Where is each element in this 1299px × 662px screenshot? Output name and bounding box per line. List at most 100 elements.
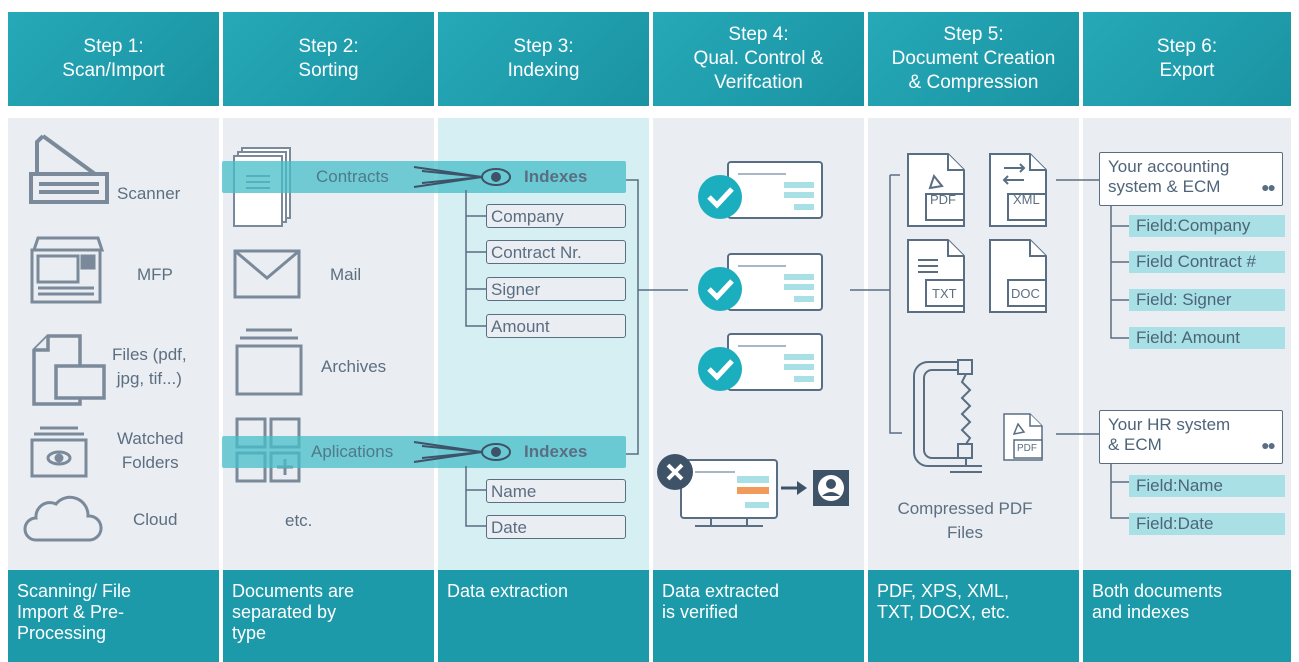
step-title-cont: & Compression <box>908 72 1039 93</box>
system-label-line: Your accounting <box>1108 157 1230 176</box>
accounting-system-box: Your accounting system & ECM ●● <box>1099 152 1283 206</box>
compressed-files-label: Compressed PDF Files <box>895 497 1035 545</box>
indexes-label-applications: Indexes <box>524 442 588 461</box>
index-tree-lines <box>465 179 688 527</box>
indexes-label-contracts: Indexes <box>524 167 588 186</box>
index-field: Date <box>486 515 626 539</box>
compressed-pdf-label: PDF <box>1017 443 1037 454</box>
step-header: Step 1: Scan/Import <box>8 12 219 106</box>
step-number: Step 2: <box>298 36 359 57</box>
aplications-label: Aplications <box>311 442 394 461</box>
system-label-line: Your HR system <box>1108 415 1231 434</box>
step-title: Sorting <box>298 60 359 81</box>
step4-connector <box>850 174 902 434</box>
dots-icon: ●● <box>1261 179 1276 195</box>
footer-line: Scanning/ File <box>17 581 132 601</box>
files-icon <box>32 334 106 406</box>
step-title: Scan/Import <box>62 60 165 81</box>
step-title: Indexing <box>507 60 580 81</box>
compressed-pdf-icon <box>1003 413 1043 461</box>
footer-line: type <box>232 623 267 643</box>
archives-label: Archives <box>321 357 387 376</box>
verified-documents <box>698 161 823 391</box>
scanner-icon <box>29 134 109 204</box>
index-field: Signer <box>486 277 626 301</box>
footer-line: TXT, DOCX, etc. <box>877 602 1011 622</box>
step-header: Step 4: Qual. Control & Verifcation <box>653 12 864 106</box>
step-number: Step 3: <box>513 36 574 57</box>
compressed-label-line: Compressed PDF <box>897 499 1033 518</box>
funnel-arrow-icon <box>413 441 511 463</box>
xml-label: XML <box>1013 192 1040 207</box>
step-footer: Data extraction <box>438 570 649 662</box>
cloud-icon <box>23 495 103 542</box>
step-footer: Both documents and indexes <box>1083 570 1291 662</box>
funnel-arrow-icon <box>413 166 511 188</box>
scanner-label: Scanner <box>117 184 181 203</box>
footer-line: is verified <box>662 602 739 622</box>
step-title: Document Creation <box>891 48 1056 69</box>
step-title: Export <box>1159 60 1215 81</box>
export-field: Field:Date <box>1129 513 1285 535</box>
contracts-label: Contracts <box>316 167 389 186</box>
footer-line: Documents are <box>232 581 355 601</box>
system-label-line: & ECM <box>1108 435 1162 454</box>
mfp-icon <box>30 236 105 304</box>
step-header: Step 5: Document Creation & Compression <box>868 12 1079 106</box>
xml-document-icon <box>989 153 1047 227</box>
export-field: Field Contract # <box>1129 251 1285 273</box>
step-number: Step 4: <box>728 24 789 45</box>
step-column-5: Step 5: Document Creation & Compression … <box>868 12 1079 662</box>
step-title-cont: Verifcation <box>714 72 803 93</box>
mail-icon <box>233 249 301 299</box>
step-number: Step 5: <box>943 24 1004 45</box>
step-footer: Data extracted is verified <box>653 570 864 662</box>
doc-document-icon <box>989 239 1047 313</box>
watched-label-line: Folders <box>121 453 179 472</box>
step-column-2: Step 2: Sorting Documents are separated … <box>223 12 434 662</box>
txt-label: TXT <box>932 286 957 301</box>
index-field: Contract Nr. <box>486 240 626 264</box>
footer-line: Data extracted <box>662 581 780 601</box>
footer-line: Import & Pre- <box>17 602 125 622</box>
files-label-line: jpg, tif...) <box>116 369 182 388</box>
files-label: Files (pdf, jpg, tif...) <box>112 343 187 391</box>
system-label-line: system & ECM <box>1108 177 1221 196</box>
files-label-line: Files (pdf, <box>112 345 187 364</box>
step5-to-step6-connectors <box>1056 179 1100 435</box>
step-header: Step 6: Export <box>1083 12 1291 106</box>
archives-icon <box>235 328 303 396</box>
etc-label: etc. <box>285 511 313 530</box>
watched-folders-label: Watched Folders <box>117 427 183 475</box>
step-title: Qual. Control & <box>693 48 824 69</box>
hr-tree-lines <box>1110 464 1129 519</box>
aplications-band <box>222 436 626 468</box>
step-header: Step 3: Indexing <box>438 12 649 106</box>
footer-line: separated by <box>232 602 337 622</box>
pdf-label: PDF <box>930 192 956 207</box>
export-field: Field: Amount <box>1129 327 1285 349</box>
contracts-band <box>222 161 626 193</box>
export-field: Field:Name <box>1129 475 1285 497</box>
step-header: Step 2: Sorting <box>223 12 434 106</box>
footer-line: and indexes <box>1092 602 1190 622</box>
mfp-label: MFP <box>137 265 173 284</box>
mail-label: Mail <box>330 265 362 284</box>
txt-document-icon <box>907 239 965 313</box>
cloud-label: Cloud <box>133 510 178 529</box>
doc-label: DOC <box>1011 286 1040 301</box>
step-footer: Documents are separated by type <box>223 570 434 662</box>
index-field: Name <box>486 479 626 503</box>
watched-label-line: Watched <box>117 429 184 448</box>
step-footer: Scanning/ File Import & Pre- Processing <box>8 570 219 662</box>
pdf-document-icon <box>907 153 965 227</box>
compression-clamp-icon <box>913 359 982 473</box>
step-footer: PDF, XPS, XML, TXT, DOCX, etc. <box>868 570 1079 662</box>
step-number: Step 1: <box>83 36 144 57</box>
export-field: Field:Company <box>1129 215 1285 237</box>
step-number: Step 6: <box>1156 36 1218 57</box>
footer-line: PDF, XPS, XML, <box>877 581 1010 601</box>
watched-folder-icon <box>30 426 88 478</box>
dots-icon: ●● <box>1261 437 1276 453</box>
rejected-document <box>657 454 849 527</box>
